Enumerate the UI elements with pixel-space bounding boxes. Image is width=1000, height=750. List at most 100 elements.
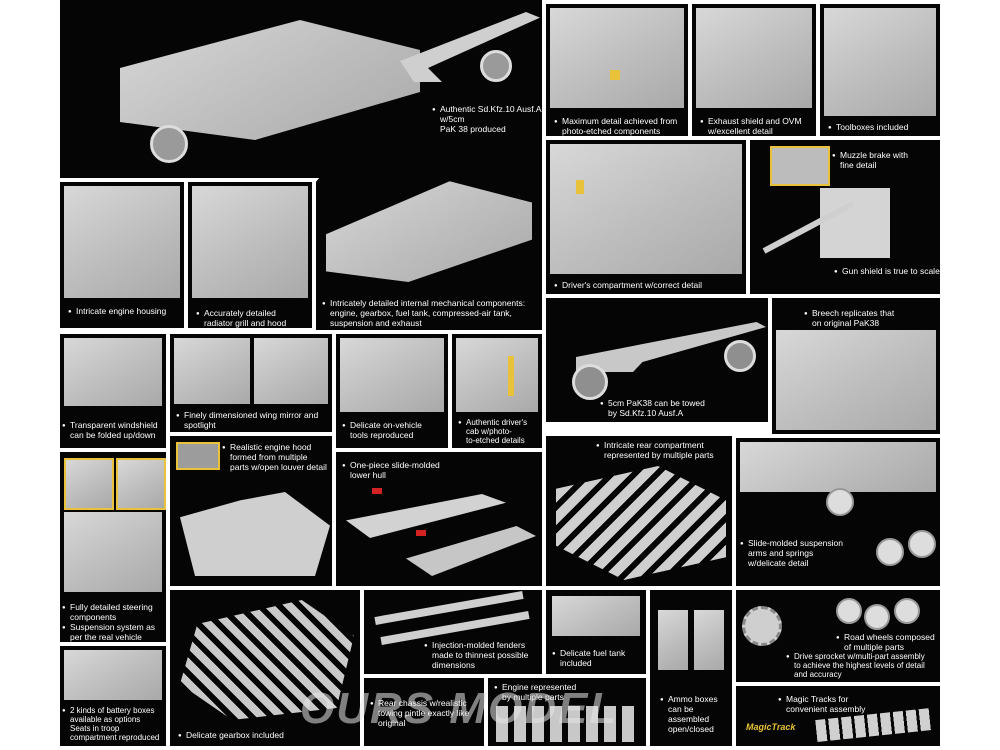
road-wheel-icon <box>836 598 862 624</box>
mirror-render <box>174 338 250 404</box>
detail-render <box>824 8 936 116</box>
pak38-gun-render <box>400 12 540 82</box>
panel-toolboxes: Toolboxes included <box>820 4 940 136</box>
panel-magic-tracks: Magic Tracks for convenient assembly Mag… <box>736 686 940 746</box>
caption-exhaust-shield: Exhaust shield and OVM w/excellent detai… <box>700 116 802 136</box>
caption-wing-mirror: Finely dimensioned wing mirror and spotl… <box>176 410 318 430</box>
road-wheel-icon <box>150 125 188 163</box>
caption-steering: Fully detailed steering components <box>62 602 153 622</box>
caption-windshield: Transparent windshield can be folded up/… <box>62 420 158 440</box>
callout-arrow <box>416 530 426 536</box>
caption-toolboxes: Toolboxes included <box>828 122 908 133</box>
gun-wheel-icon <box>572 364 608 400</box>
caption-pak38-towed: 5cm PaK38 can be towed by Sd.Kfz.10 Ausf… <box>600 398 705 418</box>
caption-engine-parts: Engine represented by multiple parts <box>494 682 576 702</box>
caption-gun-shield: Gun shield is true to scale <box>834 266 940 277</box>
highlight-marker <box>508 356 514 396</box>
caption-drive-sprocket: Drive sprocket w/multi-part assembly to … <box>786 652 925 679</box>
watermark-logo: OURS MODEL <box>300 684 619 733</box>
highlight-marker <box>610 70 620 80</box>
panel-ammo-boxes: Ammo boxes can be assembled open/closed <box>650 590 732 746</box>
magic-track-logo: MagicTrack <box>746 722 796 732</box>
panel-fuel-tank: Delicate fuel tank included <box>546 590 646 674</box>
caption-drivers-compartment: Driver's compartment w/correct detail <box>554 280 702 291</box>
rear-parts-render <box>556 466 726 580</box>
tools-render <box>340 338 444 412</box>
battery-box-render <box>64 650 162 700</box>
caption-breech: Breech replicates that on original PaK38 <box>804 308 894 328</box>
ammo-box-render <box>658 610 688 670</box>
caption-road-wheels: Road wheels composed of multiple parts <box>836 632 935 652</box>
panel-engine-parts: Engine represented by multiple parts <box>488 678 646 746</box>
suspension-render <box>64 512 162 592</box>
detail-render <box>696 8 812 108</box>
panel-steering: Fully detailed steering components Suspe… <box>60 452 166 642</box>
panel-pak38-gun: Muzzle brake with fine detail Gun shield… <box>750 140 940 294</box>
vehicle-render <box>120 20 420 140</box>
caption-lower-hull: One-piece slide-molded lower hull <box>342 460 440 480</box>
steering-inset-2 <box>116 458 166 510</box>
muzzle-brake-inset <box>770 146 830 186</box>
caption-internal-components: Intricately detailed internal mechanical… <box>322 298 525 328</box>
panel-battery-boxes: 2 kinds of battery boxes available as op… <box>60 646 166 746</box>
caption-suspension-arms: Slide-molded suspension arms and springs… <box>740 538 843 568</box>
steering-inset-1 <box>64 458 114 510</box>
caption-photo-etched: Maximum detail achieved from photo-etche… <box>554 116 677 136</box>
panel-windshield: Transparent windshield can be folded up/… <box>60 334 166 448</box>
panel-engine-hood: Realistic engine hood formed from multip… <box>170 436 332 586</box>
panel-wing-mirror: Finely dimensioned wing mirror and spotl… <box>170 334 332 432</box>
gun-shield-render <box>820 188 890 258</box>
panel-on-vehicle-tools: Delicate on-vehicle tools reproduced <box>336 334 448 448</box>
panel-engine-housing: Intricate engine housing <box>60 182 184 328</box>
panel-exhaust-shield: Exhaust shield and OVM w/excellent detai… <box>692 4 816 136</box>
caption-rear-compartment: Intricate rear compartment represented b… <box>596 440 714 460</box>
caption-gearbox: Delicate gearbox included <box>178 730 284 741</box>
detail-render <box>550 8 684 108</box>
panel-drivers-cab: Authentic driver's cab w/photo- to-etche… <box>452 334 542 448</box>
engine-housing-render <box>64 186 180 298</box>
road-wheel-icon <box>894 598 920 624</box>
caption-engine-hood: Realistic engine hood formed from multip… <box>222 442 327 472</box>
caption-magic-tracks: Magic Tracks for convenient assembly <box>778 694 865 714</box>
caption-muzzle-brake: Muzzle brake with fine detail <box>832 150 908 170</box>
cab-render <box>456 338 538 412</box>
caption-radiator-grill: Accurately detailed radiator grill and h… <box>196 308 286 328</box>
caption-troop-seats: Seats in troop compartment reproduced <box>70 724 160 742</box>
panel-drivers-compartment: Driver's compartment w/correct detail <box>546 140 746 294</box>
caption-battery-boxes: 2 kinds of battery boxes available as op… <box>62 706 154 724</box>
breech-render <box>776 330 936 430</box>
panel-suspension-arms: Slide-molded suspension arms and springs… <box>736 438 940 586</box>
panel-lower-hull: One-piece slide-molded lower hull <box>336 452 542 586</box>
caption-fenders: Injection-molded fenders made to thinnes… <box>424 640 528 670</box>
caption-engine-housing: Intricate engine housing <box>68 306 166 317</box>
compartment-render <box>550 144 742 274</box>
highlight-marker <box>576 180 584 194</box>
caption-fuel-tank: Delicate fuel tank included <box>552 648 625 668</box>
fuel-tank-render <box>552 596 640 636</box>
caption-on-vehicle-tools: Delicate on-vehicle tools reproduced <box>342 420 422 440</box>
panel-pak38-towed: 5cm PaK38 can be towed by Sd.Kfz.10 Ausf… <box>546 298 768 422</box>
panel-road-wheels: Road wheels composed of multiple parts D… <box>736 590 940 682</box>
panel-fenders: Injection-molded fenders made to thinnes… <box>364 590 542 674</box>
panel-breech: Breech replicates that on original PaK38 <box>772 298 940 434</box>
road-wheel-icon <box>876 538 904 566</box>
caption-drivers-cab: Authentic driver's cab w/photo- to-etche… <box>458 418 527 445</box>
panel-photo-etched: Maximum detail achieved from photo-etche… <box>546 4 688 136</box>
hull-render-top <box>346 494 506 538</box>
chassis-render <box>326 181 532 282</box>
panel-gearbox: Delicate gearbox included <box>170 590 360 746</box>
engine-parts-render <box>496 706 640 742</box>
road-wheel-icon <box>908 530 936 558</box>
sprocket-icon <box>742 606 782 646</box>
gun-wheel-icon <box>724 340 756 372</box>
caption-main-vehicle: Authentic Sd.Kfz.10 Ausf.A w/5cm PaK 38 … <box>432 104 542 134</box>
panel-rear-compartment: Intricate rear compartment represented b… <box>546 436 732 586</box>
windshield-render <box>64 338 162 406</box>
ammo-box-render <box>694 610 724 670</box>
callout-arrow <box>372 488 382 494</box>
road-wheel-icon <box>480 50 512 82</box>
louver-inset <box>176 442 220 470</box>
spotlight-render <box>254 338 328 404</box>
panel-main-vehicle: Authentic Sd.Kfz.10 Ausf.A w/5cm PaK 38 … <box>60 0 542 178</box>
panel-rear-chassis: Rear chassis w/realistic towing pintle e… <box>364 678 484 746</box>
